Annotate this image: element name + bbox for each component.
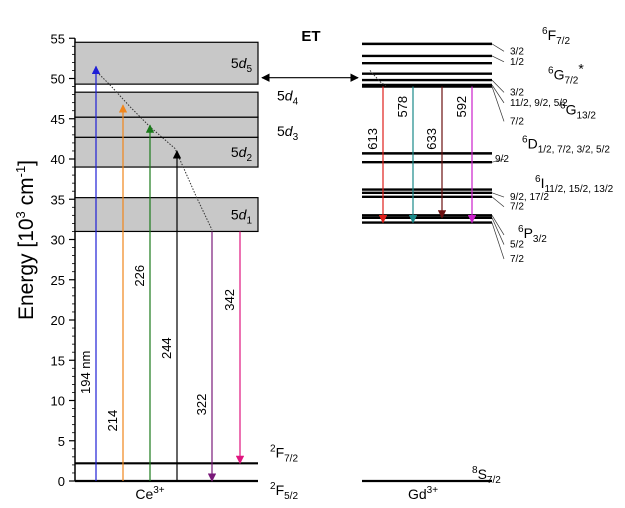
gd-label-connector <box>491 86 505 122</box>
gd-transition-label: 613 <box>365 128 380 150</box>
ce-transition-label: 214 <box>105 410 120 432</box>
ce-5d-band <box>74 197 259 233</box>
gd-ground-label: 8S7/2 <box>472 465 501 486</box>
ce-ground-label: 2F5/2 <box>270 481 298 502</box>
gd-term-label: 6I11/2, 15/2, 13/2 <box>535 174 614 195</box>
gd-transition-label: 578 <box>395 96 410 118</box>
gd-j-label: 1/2 <box>510 57 524 68</box>
gd-panel: 8S7/23/21/23/211/2, 9/2, 5/27/29/27/29/2… <box>362 26 614 486</box>
gd-label-connector <box>491 84 505 104</box>
ce-transition-label: 322 <box>194 394 209 416</box>
gd-label-connector <box>491 192 505 198</box>
gd-transition-label: 633 <box>424 128 439 150</box>
gd-j-label: 7/2 <box>510 202 524 213</box>
ce-band-label: 5d3 <box>277 123 299 143</box>
gd-relaxation-path <box>369 70 387 87</box>
gd-j-label: 7/2 <box>510 254 524 265</box>
y-tick-label: 40 <box>51 152 65 167</box>
gd-j-label: 11/2, 9/2, 5/2 <box>510 98 568 109</box>
gd-label-connector <box>491 55 505 63</box>
gd-label-connector <box>491 79 505 93</box>
ce-5d-band <box>74 116 259 138</box>
ce-band-label: 5d1 <box>231 207 253 227</box>
ce-band-label: 5d4 <box>277 88 299 108</box>
et-label: ET <box>301 28 320 45</box>
ce-relaxation-path <box>96 71 213 231</box>
y-tick-label: 0 <box>58 474 65 489</box>
ce-5d-band <box>74 41 259 85</box>
gd-j-label: 3/2 <box>510 87 524 98</box>
gd-j-label: 9/2, 17/2 <box>510 192 549 203</box>
gd-label-connector <box>491 217 505 245</box>
y-tick-label: 20 <box>51 313 65 328</box>
gd-transition-label: 592 <box>454 96 469 118</box>
gd-label-connector <box>491 43 505 52</box>
ce-transition-label: 194 nm <box>78 351 93 394</box>
ce-transition-label: 342 <box>222 289 237 311</box>
y-tick-label: 25 <box>51 273 65 288</box>
gd-term-label: 6G13/2 <box>560 101 596 122</box>
y-tick-label: 50 <box>51 72 65 87</box>
y-tick-label: 10 <box>51 394 65 409</box>
y-axis-label: Energy [103 cm-1] <box>13 160 38 320</box>
ce-transition-label: 244 <box>159 337 174 359</box>
ce-5d-band <box>74 136 259 168</box>
y-tick-label: 30 <box>51 233 65 248</box>
ce-band-label: 5d2 <box>231 144 253 164</box>
gd-j-label: 9/2 <box>495 154 509 165</box>
y-tick-label: 15 <box>51 353 65 368</box>
gd-term-label: 6D1/2, 7/2, 3/2, 5/2 <box>522 135 610 156</box>
gd-j-label: 5/2 <box>510 240 524 251</box>
ce-panel: 0 5 10 15 20 25 30 35 40 45 50 55 5d1 5d2 5d3 5d4 5d5 2F5… <box>51 31 299 502</box>
y-tick-label: 55 <box>51 31 65 46</box>
gd-label-connector <box>491 158 505 163</box>
ce-band-label: 5d5 <box>231 55 253 75</box>
ce-ground-label: 2F7/2 <box>270 443 298 464</box>
ce-transition-label: 226 <box>132 265 147 287</box>
ce-ion-label: Ce3+ <box>135 485 164 502</box>
y-tick-label: 45 <box>51 112 65 127</box>
gd-term-label: 6G7/2* <box>548 60 584 86</box>
gd-label-connector <box>491 196 505 207</box>
gd-ion-label: Gd3+ <box>408 485 438 502</box>
gd-term-label: 6P3/2 <box>518 224 547 245</box>
gd-term-label: 6F7/2 <box>542 26 570 47</box>
gd-label-connector <box>491 215 505 236</box>
gd-j-label: 7/2 <box>510 116 524 127</box>
ce-5d-band <box>74 91 259 118</box>
y-tick-label: 35 <box>51 192 65 207</box>
gd-j-label: 3/2 <box>510 46 524 57</box>
y-tick-label: 5 <box>58 434 65 449</box>
gd-label-connector <box>491 222 505 260</box>
